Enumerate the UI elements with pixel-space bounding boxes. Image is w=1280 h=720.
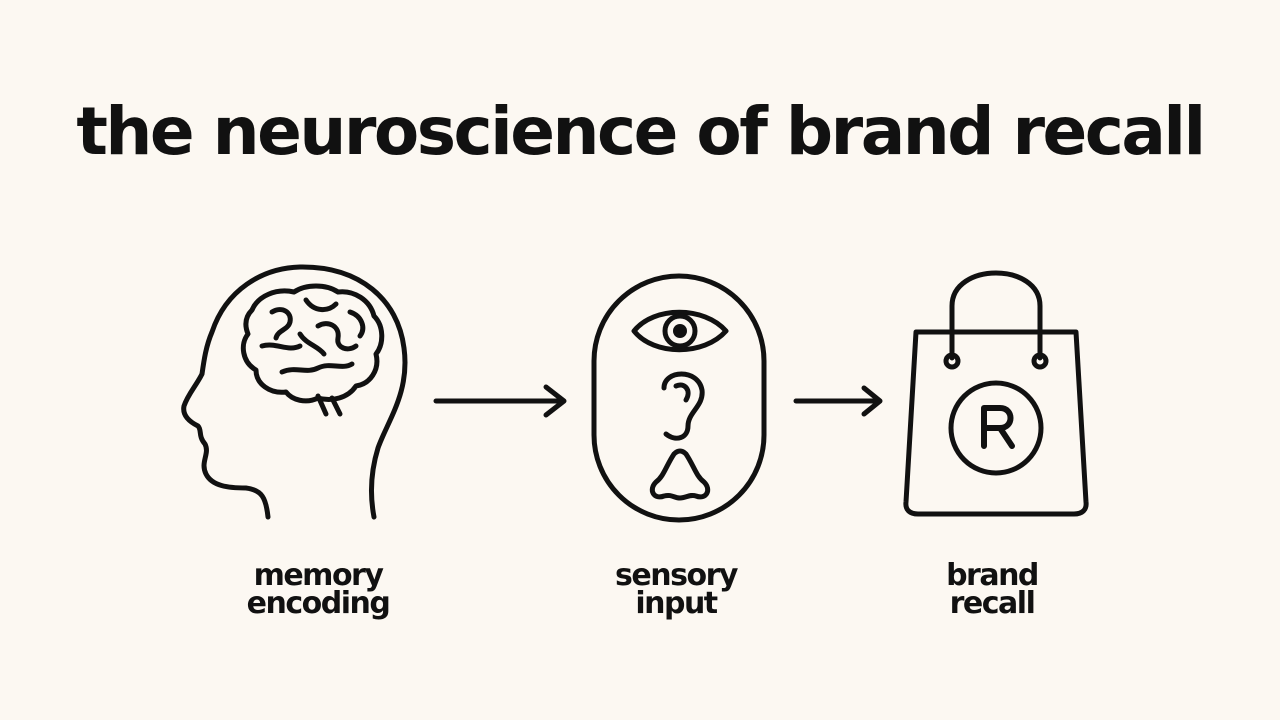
head-outline <box>181 264 408 520</box>
registered-mark-circle <box>948 380 1044 476</box>
head-brain-icon <box>181 264 408 520</box>
arrow-right-icon <box>433 384 567 418</box>
sensory-input-label: sensory input <box>615 558 738 621</box>
shopping-bag-icon <box>903 270 1089 517</box>
registered-mark-letter <box>981 405 1015 449</box>
memory-encoding-label: memory encoding <box>246 558 391 621</box>
bag-body <box>903 329 1089 517</box>
brand-recall-label: brand recall <box>946 558 1039 621</box>
nose-icon <box>649 448 711 501</box>
page-title: the neuroscience of brand recall <box>76 93 1206 170</box>
arrow-right-icon <box>793 385 883 417</box>
ear-icon <box>661 371 705 441</box>
bag-handle <box>949 270 1043 361</box>
eye-icon <box>631 309 729 353</box>
senses-capsule-outline <box>591 273 767 523</box>
senses-icon <box>591 273 767 523</box>
brain-outline <box>240 283 385 404</box>
